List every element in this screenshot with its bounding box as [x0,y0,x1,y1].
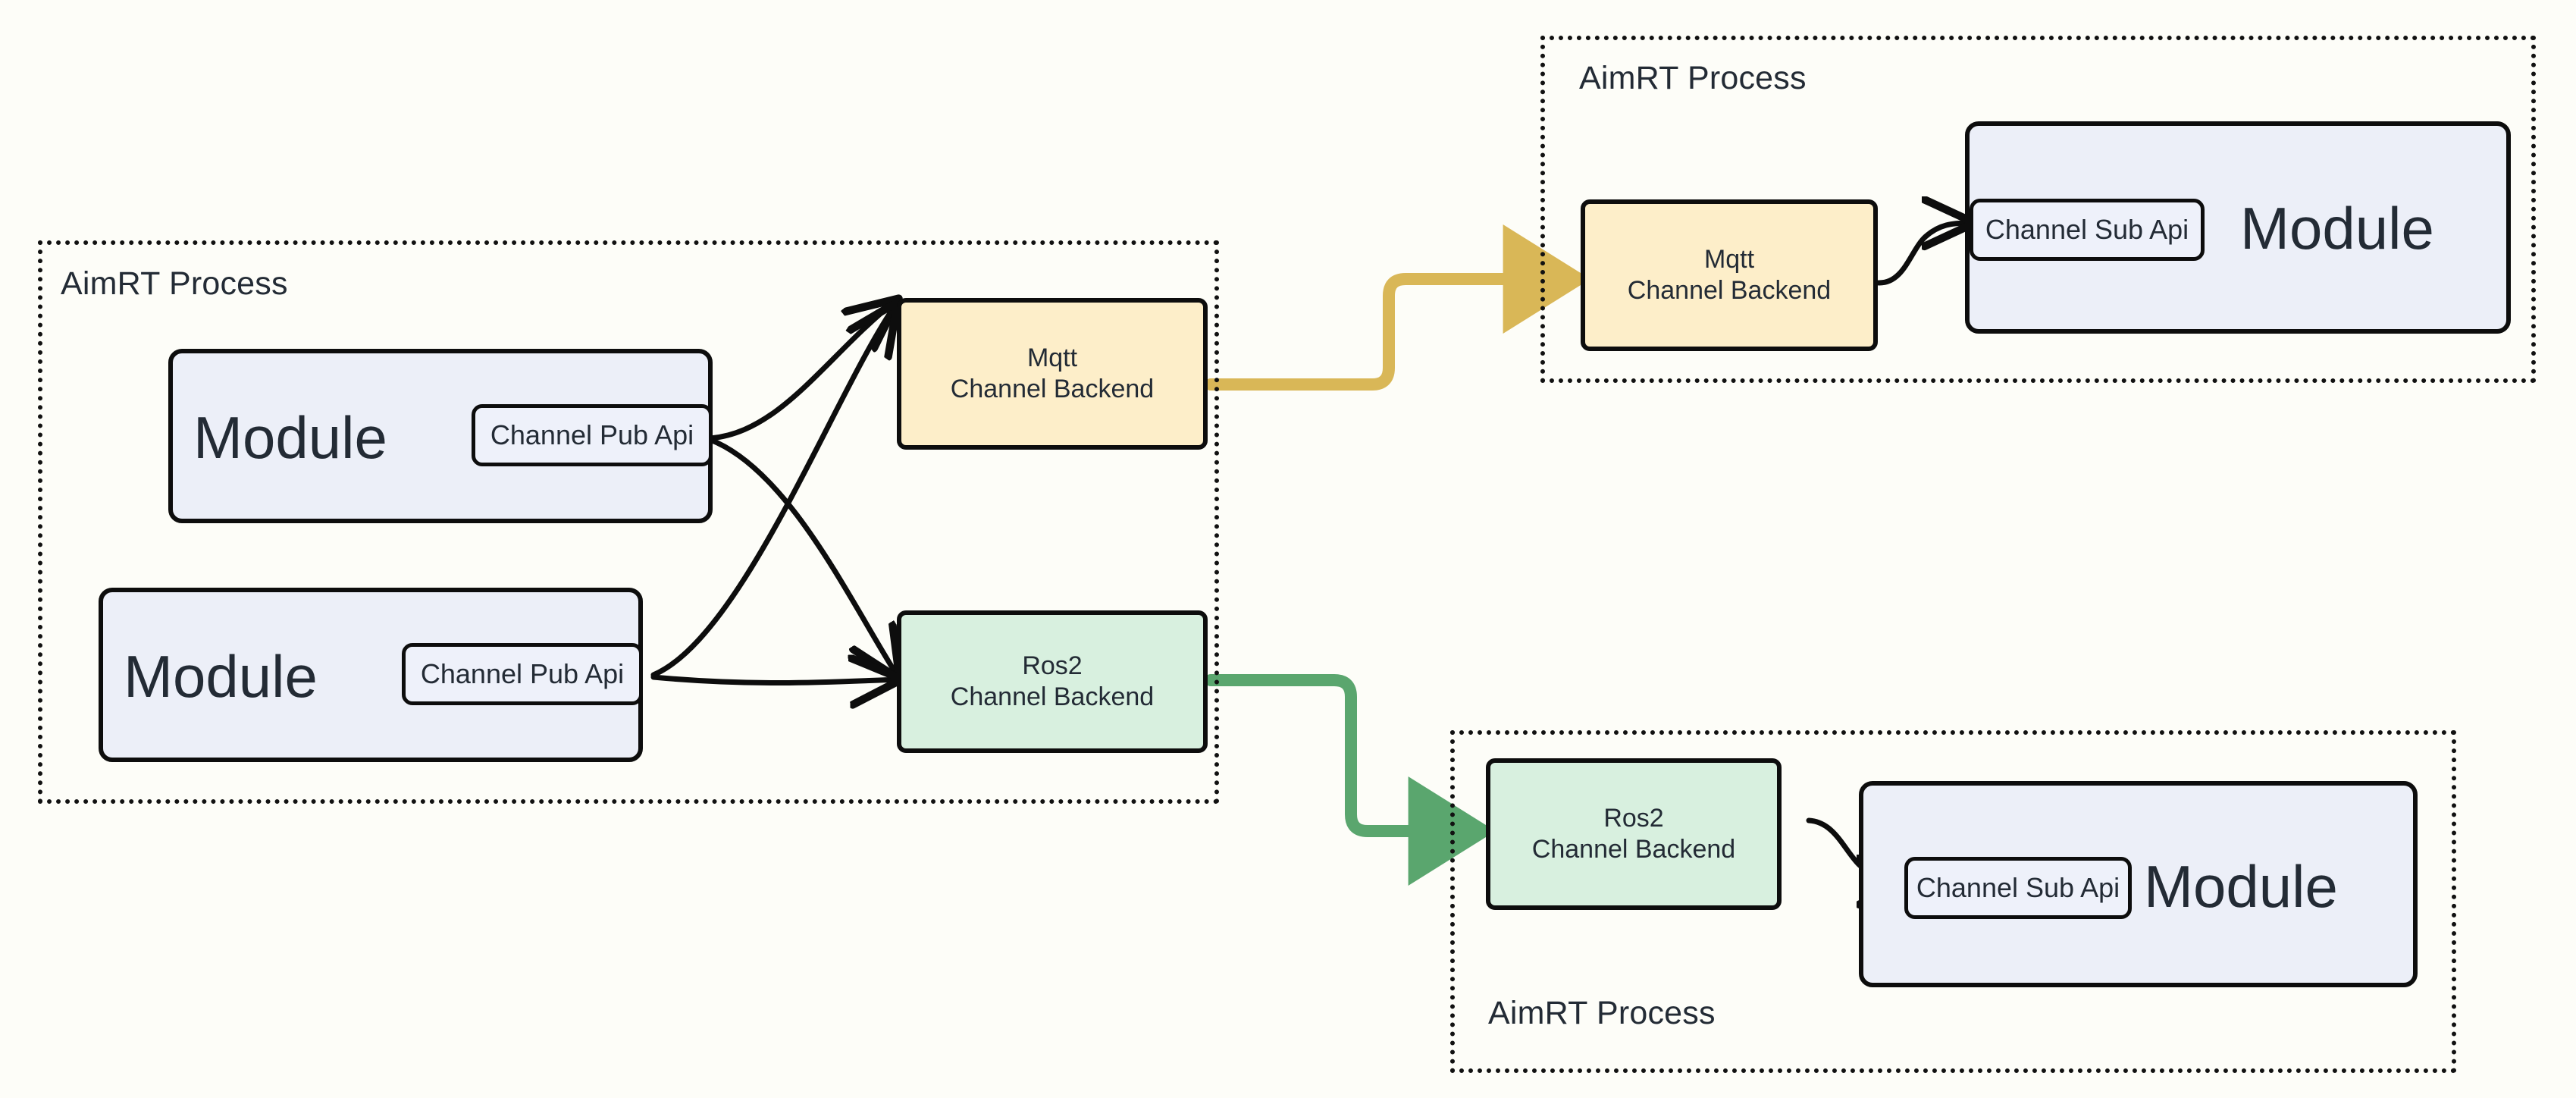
ros2-subscriber-sub-api[interactable]: Channel Sub Api [1904,857,2132,919]
publisher-ros2-backend-name: Ros2 [1022,651,1083,680]
ros2-subscriber-backend-subtitle: Channel Backend [1531,835,1736,864]
mqtt-subscriber-backend-subtitle: Channel Backend [1627,276,1832,305]
publisher-module-2-pub-api[interactable]: Channel Pub Api [402,643,643,705]
publisher-mqtt-backend[interactable]: Mqtt Channel Backend [897,298,1208,450]
mqtt-subscriber-process-label: AimRT Process [1579,60,1807,96]
publisher-ros2-backend-subtitle: Channel Backend [950,682,1155,711]
publisher-module-1-title: Module [193,404,387,471]
link-mqtt-to-remote [1205,224,1590,391]
publisher-process [38,240,1219,804]
mqtt-subscriber-module[interactable] [1965,121,2511,334]
publisher-process-label: AimRT Process [61,265,288,302]
mqtt-subscriber-sub-api[interactable]: Channel Sub Api [1970,199,2205,261]
ros2-subscriber-module-title: Module [2144,853,2338,920]
publisher-ros2-backend[interactable]: Ros2 Channel Backend [897,610,1208,753]
mqtt-subscriber-backend[interactable]: Mqtt Channel Backend [1581,199,1878,351]
publisher-module-2-title: Module [124,643,318,710]
publisher-mqtt-backend-subtitle: Channel Backend [950,375,1155,403]
ros2-subscriber-backend-name: Ros2 [1603,803,1664,833]
ros2-subscriber-process [1450,730,2456,1073]
link-ros2-to-remote [1205,674,1496,886]
publisher-mqtt-backend-name: Mqtt [1026,343,1078,372]
ros2-subscriber-backend[interactable]: Ros2 Channel Backend [1486,758,1782,910]
mqtt-subscriber-process [1540,36,2536,383]
mqtt-subscriber-module-title: Module [2240,195,2434,262]
ros2-subscriber-process-label: AimRT Process [1488,995,1716,1031]
publisher-module-1-pub-api[interactable]: Channel Pub Api [472,404,713,466]
mqtt-subscriber-backend-name: Mqtt [1703,244,1755,274]
